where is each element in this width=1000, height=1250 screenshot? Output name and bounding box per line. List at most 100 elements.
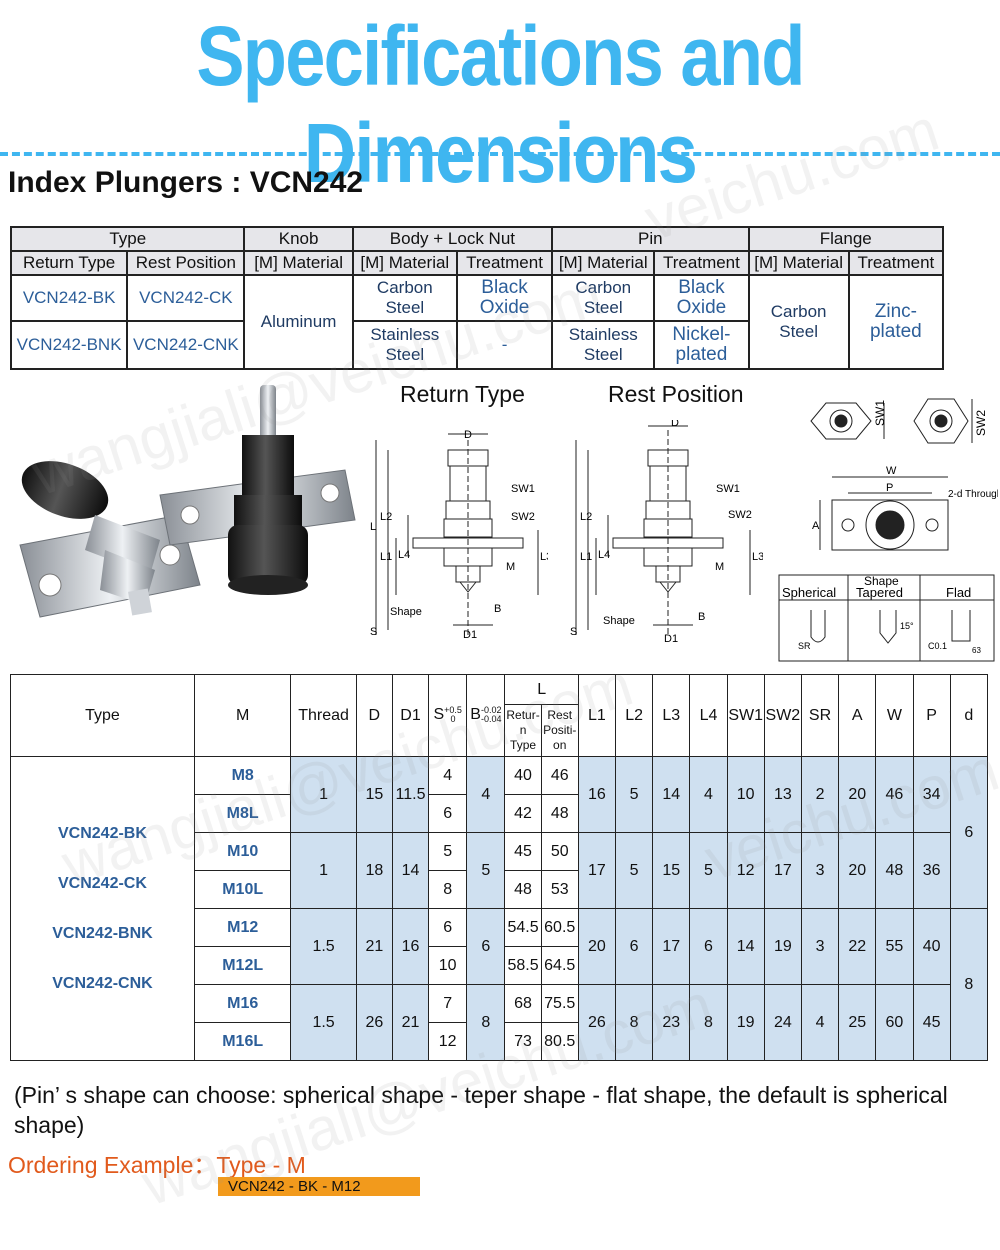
- dimension-cell: 40: [504, 756, 542, 795]
- dimension-cell: 4: [466, 756, 506, 833]
- product-photo: [19, 385, 356, 618]
- dimension-cell: 48: [875, 832, 914, 909]
- row2-pin-treatment: Nickel-plated: [653, 320, 750, 370]
- header-p: P: [912, 674, 951, 757]
- return-type-label: Return Type: [400, 381, 525, 407]
- flange-p: P: [886, 482, 893, 494]
- dimension-cell: 6: [428, 794, 468, 833]
- dim-l1: L1: [580, 551, 592, 563]
- dimension-cell: 60: [875, 984, 914, 1061]
- type-name: VCN242-CK: [58, 874, 147, 892]
- row1-rest-position: VCN242-CK: [126, 274, 246, 322]
- hex-sw1: SW1: [873, 400, 887, 426]
- header-l: L: [504, 674, 579, 705]
- dimension-cell: 6: [615, 908, 654, 985]
- dimension-cell: 8: [689, 984, 728, 1061]
- flange-w: W: [886, 465, 897, 477]
- dimension-cell: 14: [726, 908, 765, 985]
- rest-position-label: Rest Position: [608, 381, 744, 407]
- hex-sw2: SW2: [974, 410, 988, 436]
- group-body: Body + Lock Nut: [351, 226, 554, 252]
- dimension-cell: 15: [355, 756, 393, 833]
- dim-l4: L4: [398, 549, 410, 561]
- dimension-cell: 73: [504, 1022, 542, 1061]
- dimension-cell: 12: [726, 832, 765, 909]
- dimension-cell: 17: [652, 908, 691, 985]
- dimension-cell: 50: [540, 832, 579, 871]
- flange-diagram: SW1 SW2 W P A 2-d Through hole Shape Sph…: [778, 398, 998, 662]
- dimension-cell: 34: [912, 756, 951, 833]
- dimension-cell: 8: [949, 908, 989, 1061]
- subheader-flange-treatment: Treatment: [847, 250, 945, 276]
- dimension-cell: 6: [689, 908, 728, 985]
- subheader-return-type: Return Type: [9, 250, 129, 276]
- dimension-cell: 20: [838, 832, 877, 909]
- header-w: W: [875, 674, 914, 757]
- dimension-cell: 6: [466, 908, 506, 985]
- dimension-cell: 13: [763, 756, 802, 833]
- dimension-cell: 54.5: [504, 908, 542, 947]
- dimension-cell: M10: [193, 832, 292, 871]
- subheader-pin-treatment: Treatment: [653, 250, 750, 276]
- dimension-cell: 1: [290, 756, 357, 833]
- dimension-cell: 14: [652, 756, 691, 833]
- header-l3: L3: [652, 674, 691, 757]
- group-knob: Knob: [243, 226, 354, 252]
- header-sr: SR: [800, 674, 840, 757]
- dimension-cell: 80.5: [540, 1022, 579, 1061]
- dimension-cell: 58.5: [504, 946, 542, 985]
- dimension-cell: 40: [912, 908, 951, 985]
- dimension-cell: 2: [800, 756, 840, 833]
- header-d1: D1: [391, 674, 430, 757]
- dimension-cell: 36: [912, 832, 951, 909]
- dimension-cell: 5: [466, 832, 506, 909]
- header-sw2: SW2: [763, 674, 802, 757]
- dimension-cell: 21: [391, 984, 430, 1061]
- group-pin: Pin: [551, 226, 750, 252]
- subheader-pin-material: [M] Material: [551, 250, 656, 276]
- shape-c01: C0.1: [928, 641, 947, 651]
- dim-d1: D1: [664, 633, 678, 645]
- dimension-cell: 5: [689, 832, 728, 909]
- dimension-cell: 19: [726, 984, 765, 1061]
- header-l-rest: Rest Positi-on: [540, 704, 579, 757]
- dimension-cell: 17: [763, 832, 802, 909]
- header-m: M: [193, 674, 292, 757]
- dimension-cell: 23: [652, 984, 691, 1061]
- dimension-cell: 16: [577, 756, 617, 833]
- dimension-cell: 5: [615, 832, 654, 909]
- dim-m: M: [715, 561, 724, 573]
- row2-rest-position: VCN242-CNK: [126, 320, 246, 370]
- dimension-cell: 18: [355, 832, 393, 909]
- dimension-cell: 12: [428, 1022, 468, 1061]
- dimension-cell: 6: [428, 908, 468, 947]
- return-type-diagram: D SW1 SW2 M B D1 Shape L L2 L1 L4 L3 S: [370, 429, 548, 641]
- knob-material: Aluminum: [243, 274, 354, 370]
- dimension-cell: 5: [615, 756, 654, 833]
- dimension-cell: 14: [391, 832, 430, 909]
- pin-shape-note: (Pin’ s shape can choose: spherical shap…: [14, 1082, 948, 1138]
- subheader-knob-material: [M] Material: [243, 250, 354, 276]
- dim-m: M: [506, 561, 515, 573]
- subheader-rest-position: Rest Position: [126, 250, 246, 276]
- shape-flat: Flad: [946, 585, 971, 600]
- dim-l2: L2: [580, 511, 592, 523]
- dim-d: D: [464, 429, 472, 441]
- row2-body-treatment: -: [455, 320, 554, 370]
- header-type: Type: [10, 674, 195, 757]
- subheader-body-material: [M] Material: [351, 250, 458, 276]
- dimension-cell: 26: [355, 984, 393, 1061]
- dimension-cell: 1: [290, 832, 357, 909]
- flange-treatment: Zinc-plated: [847, 274, 945, 370]
- dimension-cell: 4: [689, 756, 728, 833]
- shape-spherical: Spherical: [782, 585, 836, 600]
